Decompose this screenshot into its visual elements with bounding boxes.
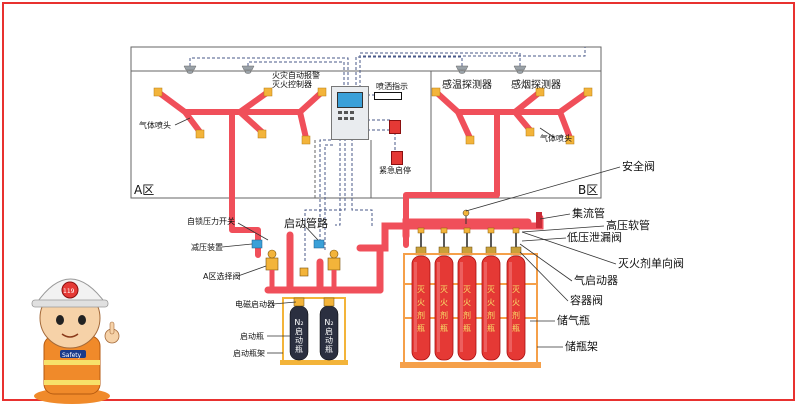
cylinder-2-text: 灭 火 剂 瓶 <box>440 285 448 333</box>
signal-wiring <box>189 47 586 262</box>
safety-valve-icon <box>462 209 470 217</box>
container-valve-label: 容器阀 <box>570 294 603 307</box>
outer-frame <box>2 2 795 401</box>
cylinder-3-text: 灭 火 剂 瓶 <box>463 285 471 333</box>
zone-a-valve-label: A区选择阀 <box>203 272 241 281</box>
fire-control-panel-label: 火灾自动报警 灭火控制器 <box>272 71 320 89</box>
temp-detector-label: 感温探测器 <box>442 80 492 91</box>
fireman-mascot-icon <box>31 278 120 404</box>
starter-rack-label: 启动瓶架 <box>233 349 265 358</box>
zone-a-label: A区 <box>134 183 155 197</box>
hp-hose-label: 高压软管 <box>606 219 650 232</box>
lp-vent-valve-label: 低压泄漏阀 <box>567 231 622 244</box>
storage-cylinder-label: 储气瓶 <box>557 314 590 327</box>
cylinder-rack-label: 储瓶架 <box>565 340 598 353</box>
gas-actuator-label: 气启动器 <box>574 274 618 287</box>
release-light-icon <box>374 92 402 100</box>
leader-lines <box>174 117 621 354</box>
n2-bottle-1-text: N₂ 启 动 瓶 <box>294 318 304 354</box>
ceiling-detector-icon <box>183 65 527 74</box>
cylinder-4-text: 灭 火 剂 瓶 <box>487 285 495 333</box>
check-valve-icon <box>417 227 520 234</box>
pressure-switch-label: 自锁压力开关 <box>187 217 235 226</box>
room-outline <box>130 70 602 199</box>
n2-bottle-2-text: N₂ 启 动 瓶 <box>324 318 334 354</box>
ceiling-void <box>130 46 602 72</box>
starter-bottle-label: 启动瓶 <box>240 332 264 341</box>
zone-b-label: B区 <box>578 183 599 197</box>
solenoid-actuator-label: 电磁启动器 <box>235 300 275 309</box>
selector-pipe <box>269 270 337 290</box>
cylinder-5-text: 灭 火 剂 瓶 <box>512 285 520 333</box>
starting-pipe-label: 启动管路 <box>284 217 328 230</box>
cylinder-1-text: 灭 火 剂 瓶 <box>417 285 425 333</box>
safety-valve-label: 安全阀 <box>622 160 655 173</box>
release-light-label: 喷洒指示 <box>376 82 408 91</box>
nozzle-a-label: 气体喷头 <box>139 121 171 130</box>
check-valve-label: 灭火剂单向阀 <box>618 257 684 270</box>
mascot-badge-text: Safety <box>62 352 82 359</box>
mascot-helmet-text: 119 <box>63 288 75 295</box>
hp-hoses <box>420 231 517 248</box>
nozzle-icon <box>153 87 593 145</box>
rack-base <box>400 362 541 368</box>
emergency-start-label: 紧急启停 <box>379 166 411 175</box>
nozzle-b-label: 气体喷头 <box>540 134 572 143</box>
valve-icon <box>265 249 341 277</box>
manifold-endcap <box>536 212 542 228</box>
cylinder-icon <box>411 255 526 361</box>
smoke-detector-label: 感烟探测器 <box>511 80 561 91</box>
emergency-button-icon <box>391 151 403 165</box>
nozzle-piping <box>155 89 591 258</box>
control-panel-icon <box>331 86 369 140</box>
pressure-reducer-label: 减压装置 <box>191 243 223 252</box>
manifold-label: 集流管 <box>572 207 605 220</box>
alarm-bell-icon <box>389 120 401 134</box>
